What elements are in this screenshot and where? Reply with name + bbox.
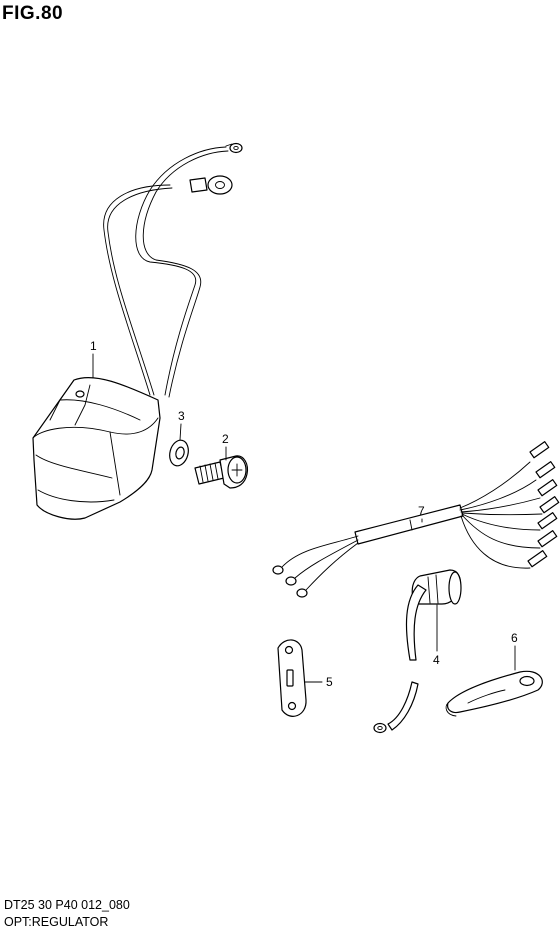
svg-text:7: 7: [418, 504, 425, 518]
model-code: DT25 30 P40 012_080: [4, 898, 130, 912]
clamp-part[interactable]: [445, 670, 543, 717]
section-name: OPT:REGULATOR: [4, 915, 109, 929]
svg-text:3: 3: [178, 409, 185, 423]
wire-harness-part[interactable]: [272, 441, 560, 598]
figure-title: FIG.80: [2, 3, 64, 24]
callout-4: 4: [433, 604, 440, 667]
bolt-part[interactable]: [194, 455, 249, 489]
svg-text:1: 1: [90, 339, 97, 353]
washer-part[interactable]: [167, 438, 191, 468]
callout-2: 2: [222, 432, 229, 461]
callout-5: 5: [304, 675, 333, 689]
svg-text:5: 5: [326, 675, 333, 689]
svg-text:4: 4: [433, 653, 440, 667]
svg-text:6: 6: [511, 631, 518, 645]
svg-text:2: 2: [222, 432, 229, 446]
connector-part[interactable]: [373, 569, 462, 734]
callout-7: 7: [418, 504, 425, 523]
plate-part[interactable]: [277, 639, 307, 717]
callout-1: 1: [90, 339, 97, 379]
callout-6: 6: [511, 631, 518, 671]
callout-3: 3: [178, 409, 185, 441]
regulator-part[interactable]: [32, 142, 243, 520]
